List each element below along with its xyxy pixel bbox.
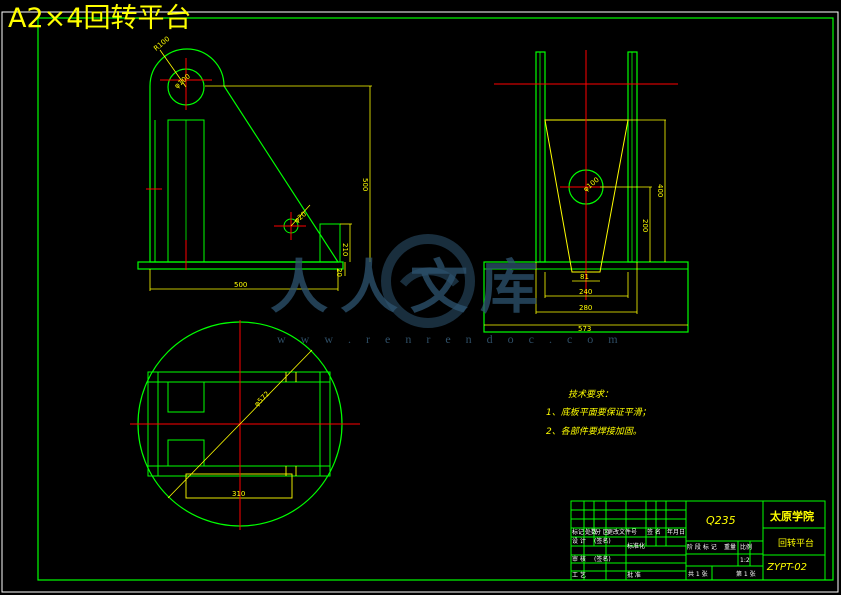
front-dim-phi100: φ100: [173, 72, 192, 90]
tb-label-zone: 分 区: [595, 529, 609, 536]
tb-label-mark: 标记: [572, 529, 585, 536]
top-diameter-line: [167, 349, 313, 499]
tb-sheet-no: 第 1 张: [736, 571, 756, 578]
tb-label-count: 处数: [585, 529, 598, 536]
tb-stage: 阶 段 标 记: [687, 544, 717, 551]
front-dim-r100: R100: [152, 35, 171, 53]
side-view: φ100 400 200 81 240 280 573: [483, 50, 689, 333]
tb-part-name: 回转平台: [778, 539, 815, 549]
tech-req-item-1: 1、底板平面要保证平滑；: [546, 408, 651, 418]
top-slot: [185, 473, 293, 499]
sheet-title: A2×4回转平台: [8, 3, 192, 34]
tb-designer-sign: (签名): [594, 538, 611, 545]
front-dim-h20: 20: [335, 268, 343, 277]
tb-weight: 重量: [724, 544, 737, 551]
watermark-text: 人人文库: [270, 253, 551, 321]
tb-sheets: 共 1 张: [688, 571, 708, 578]
front-dim-h210: 210: [341, 243, 349, 256]
tb-designer: 设 计: [572, 538, 586, 545]
outer-border: [1, 11, 839, 593]
side-dim-w81: 81: [580, 273, 589, 281]
side-dim-w240: 240: [579, 288, 592, 296]
tb-drawing-no: ZYPT-02: [767, 562, 808, 573]
side-dim-phi100: φ100: [582, 176, 601, 194]
top-dim-phi572: φ572: [253, 390, 271, 408]
front-dim-h500: 500: [361, 178, 369, 191]
inner-frame: [37, 17, 834, 581]
tb-label-sign: 签 名: [647, 529, 661, 536]
front-base-plate: [137, 261, 344, 270]
tb-process: 工 艺: [572, 572, 586, 579]
tb-check: 审 核: [572, 556, 586, 563]
tb-school: 太原学院: [770, 510, 814, 523]
front-side-plate: [149, 48, 340, 263]
top-view: φ572 310: [130, 320, 360, 530]
tb-check-sign: (签名): [594, 556, 611, 563]
top-lug-lower: [167, 439, 205, 467]
watermark-url: w w w . r e n r e n d o c . c o m: [277, 332, 624, 346]
side-dim-w280: 280: [579, 304, 592, 312]
front-leader-phi20: [290, 204, 311, 227]
top-dim-w310: 310: [232, 490, 245, 498]
top-lug-upper: [167, 381, 205, 413]
tb-scale: 1:2: [740, 557, 750, 564]
tb-material: Q235: [706, 514, 736, 527]
side-dim-w573: 573: [578, 325, 591, 333]
title-block-lines: [570, 500, 826, 581]
front-dim-w500: 500: [234, 281, 247, 289]
front-leader-r100: [159, 49, 187, 88]
tb-ratio: 比例: [740, 544, 753, 551]
side-dim-h400: 400: [656, 184, 664, 197]
tb-label-change: 更改文件号: [607, 529, 638, 536]
tech-req-item-2: 2、各部件要焊接加固。: [546, 427, 642, 437]
tb-label-date: 年月日: [667, 529, 686, 536]
tech-req-heading: 技术要求：: [568, 390, 614, 400]
tb-standardize: 标准化: [627, 543, 646, 550]
side-dim-h200: 200: [641, 219, 649, 232]
tb-approve: 批 准: [627, 572, 641, 579]
